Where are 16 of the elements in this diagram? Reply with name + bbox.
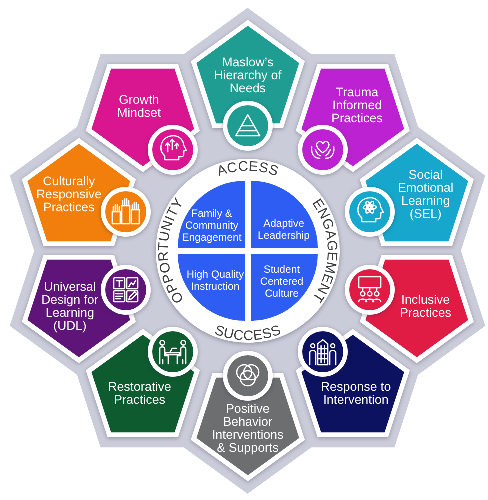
topic-label: Universal Design for Learning (UDL) bbox=[40, 280, 100, 333]
topic-label: Social Emotional Learning (SEL) bbox=[397, 169, 455, 222]
topic-label: Growth Mindset bbox=[116, 94, 162, 120]
ring-label: SUCCESS bbox=[212, 322, 284, 344]
topic-label: Culturally Responsive Practices bbox=[36, 176, 103, 215]
topic-label: Restorative Practices bbox=[107, 381, 172, 408]
quadrant-label: Adaptive Leadership bbox=[257, 218, 311, 242]
quadrant-label: Family & Community Engagement bbox=[182, 208, 243, 244]
quadrant-label: Student Centered Culture bbox=[259, 264, 305, 300]
topic-label: Maslow’s Hierarchy of Needs bbox=[213, 56, 283, 96]
topic-label: Trauma Informed Practices bbox=[330, 86, 384, 126]
quadrant-label: High Quality Instruction bbox=[186, 269, 245, 293]
topic-label: Response to Intervention bbox=[320, 381, 392, 408]
topic-label: Inclusive Practices bbox=[399, 294, 453, 320]
ring-label: ACCESS bbox=[215, 158, 281, 180]
topic-label: Positive Behavior Interventions & Supports bbox=[211, 402, 285, 455]
